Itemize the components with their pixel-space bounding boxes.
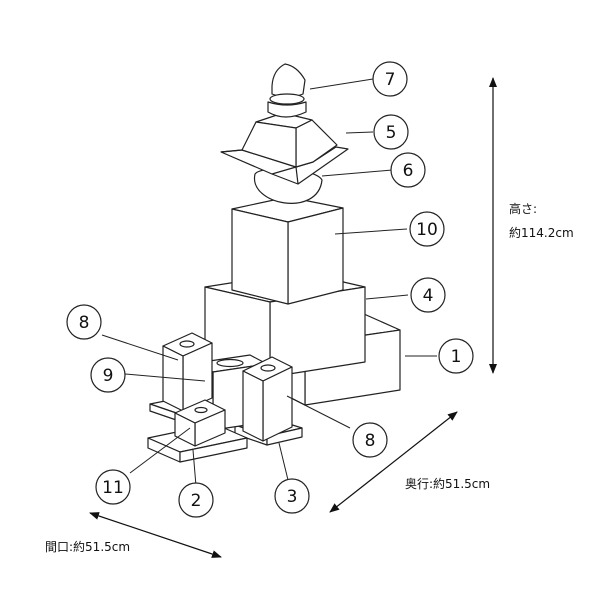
- dimension-arrows: [89, 77, 497, 558]
- callout-circle: [438, 338, 474, 374]
- callout-number: 4: [423, 286, 434, 306]
- callout-6: 6: [390, 152, 426, 188]
- callout-number: 7: [385, 70, 396, 90]
- leader-11: [129, 427, 191, 474]
- leader-3: [278, 442, 289, 481]
- leader-6: [321, 169, 393, 177]
- callout-number: 1: [451, 347, 462, 367]
- callout-circle: [372, 61, 408, 97]
- callout-8: 8: [66, 304, 102, 340]
- depth-arrow: [329, 411, 458, 513]
- callout-circle: [409, 211, 445, 247]
- water-bowl: [174, 399, 226, 447]
- flower-vase-left: [162, 332, 213, 412]
- width-label: 間口:約51.5cm: [45, 540, 131, 554]
- leader-7: [309, 78, 374, 90]
- callout-number: 2: [191, 491, 202, 511]
- callout-circle: [352, 422, 388, 458]
- callout-11: 11: [95, 469, 131, 505]
- leader-5: [345, 131, 374, 134]
- callout-number: 11: [102, 478, 124, 498]
- callouts: 7 56 10 4 1 8 9 8 11 2 3: [66, 61, 474, 518]
- callout-number: 9: [103, 366, 114, 386]
- flower-vase-right: [242, 356, 293, 442]
- callout-2: 2: [178, 482, 214, 518]
- callout-circle: [373, 114, 409, 150]
- callout-5: 5: [373, 114, 409, 150]
- callout-number: 10: [416, 220, 438, 240]
- callout-circle: [178, 482, 214, 518]
- callout-circle: [274, 478, 310, 514]
- callout-number: 3: [287, 487, 298, 507]
- leader-10: [334, 228, 408, 235]
- callout-circle: [66, 304, 102, 340]
- leader-9: [124, 373, 206, 382]
- callout-circle: [95, 469, 131, 505]
- finial: [267, 63, 307, 118]
- depth-label: 奥行:約51.5cm: [405, 477, 491, 491]
- callout-circle: [90, 357, 126, 393]
- callout-8: 8: [352, 422, 388, 458]
- main-top-stone: [231, 196, 344, 305]
- leader-8-left: [101, 334, 179, 361]
- height-label: 高さ:: [509, 202, 538, 216]
- leader-2: [192, 449, 197, 487]
- callout-1: 1: [438, 338, 474, 374]
- height-value: 約114.2cm: [509, 226, 574, 240]
- callout-number: 5: [386, 123, 397, 143]
- callout-circle: [390, 152, 426, 188]
- roof-stone: [220, 112, 349, 185]
- callout-9: 9: [90, 357, 126, 393]
- callout-number: 8: [79, 313, 90, 333]
- callout-10: 10: [409, 211, 445, 247]
- callout-4: 4: [410, 277, 446, 313]
- leader-4: [365, 294, 409, 300]
- callout-circle: [410, 277, 446, 313]
- callout-3: 3: [274, 478, 310, 514]
- callout-7: 7: [372, 61, 408, 97]
- width-arrow: [89, 512, 222, 558]
- callout-number: 6: [403, 161, 414, 181]
- callout-number: 8: [365, 431, 376, 451]
